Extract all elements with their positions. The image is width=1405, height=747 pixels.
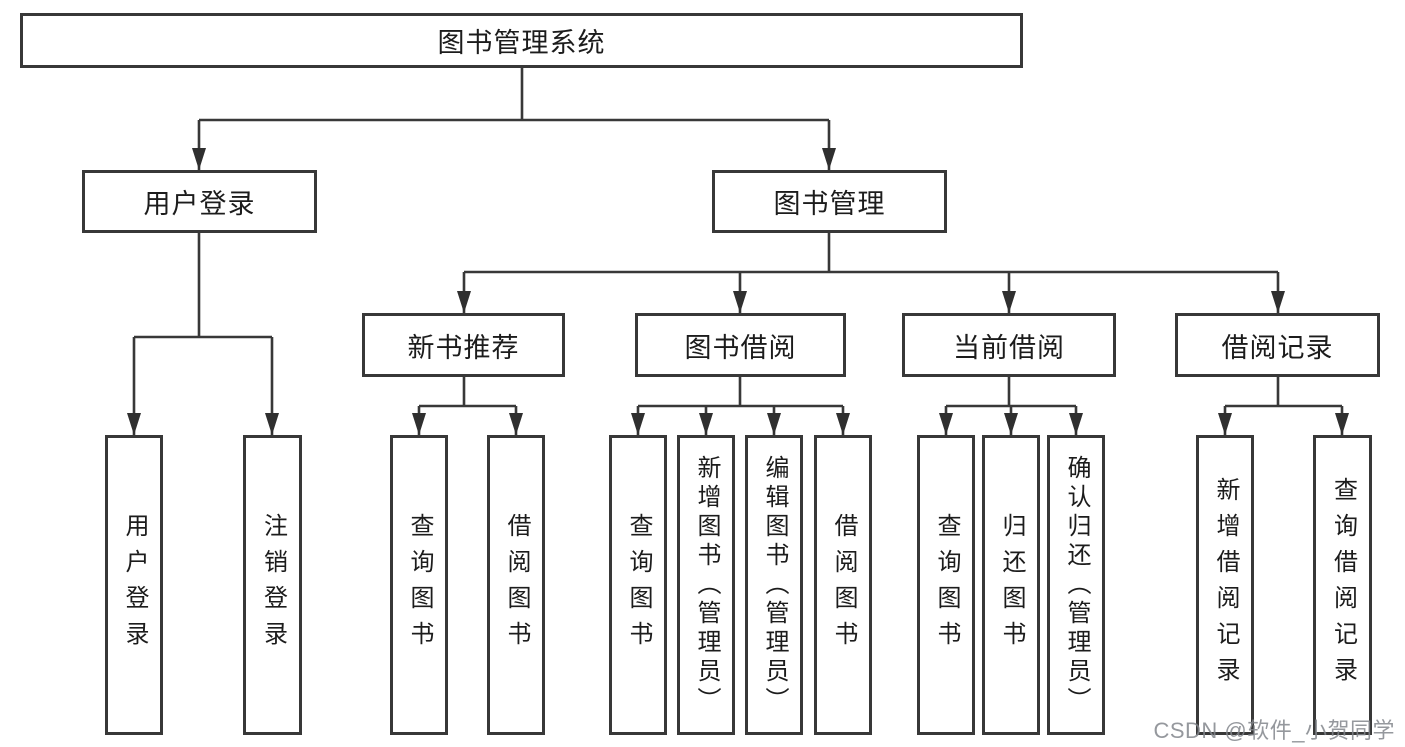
watermark: CSDN @软件_小贺同学 (1153, 718, 1395, 743)
node-root: 图书管理系统 (20, 13, 1023, 68)
node-leaf-confirm-return-admin: 确认归还（管理员） (1047, 435, 1105, 735)
node-label: 借阅图书 (830, 513, 857, 657)
arrowhead-icons (127, 148, 1349, 435)
node-borrow-records: 借阅记录 (1175, 313, 1380, 377)
connector-path (132, 68, 1344, 435)
node-label: 新增图书（管理员） (693, 454, 720, 716)
node-label: 查询图书 (406, 513, 433, 657)
node-label: 用户登录 (121, 513, 148, 657)
node-label: 归还图书 (998, 513, 1025, 657)
node-leaf-query-book-1: 查询图书 (390, 435, 448, 735)
node-leaf-return-book: 归还图书 (982, 435, 1040, 735)
node-leaf-add-book-admin: 新增图书（管理员） (677, 435, 735, 735)
node-label: 编辑图书（管理员） (761, 454, 788, 716)
node-current-borrow: 当前借阅 (902, 313, 1116, 377)
node-leaf-query-borrow-record: 查询借阅记录 (1313, 435, 1372, 735)
node-leaf-user-login: 用户登录 (105, 435, 163, 735)
node-label: 新增借阅记录 (1212, 477, 1239, 693)
node-label: 查询图书 (625, 513, 652, 657)
node-user-login: 用户登录 (82, 170, 317, 233)
node-leaf-borrow-book-2: 借阅图书 (814, 435, 872, 735)
node-leaf-edit-book-admin: 编辑图书（管理员） (745, 435, 803, 735)
node-label: 查询图书 (933, 513, 960, 657)
node-label: 注销登录 (259, 513, 287, 657)
node-new-book-recommend: 新书推荐 (362, 313, 565, 377)
node-label: 借阅图书 (503, 513, 530, 657)
node-label: 确认归还（管理员） (1063, 454, 1090, 716)
node-book-management: 图书管理 (712, 170, 947, 233)
node-label: 查询借阅记录 (1329, 477, 1357, 693)
node-book-borrow: 图书借阅 (635, 313, 846, 377)
node-leaf-query-book-3: 查询图书 (917, 435, 975, 735)
node-leaf-query-book-2: 查询图书 (609, 435, 667, 735)
node-leaf-add-borrow-record: 新增借阅记录 (1196, 435, 1254, 735)
node-leaf-logout: 注销登录 (243, 435, 302, 735)
node-leaf-borrow-book-1: 借阅图书 (487, 435, 545, 735)
